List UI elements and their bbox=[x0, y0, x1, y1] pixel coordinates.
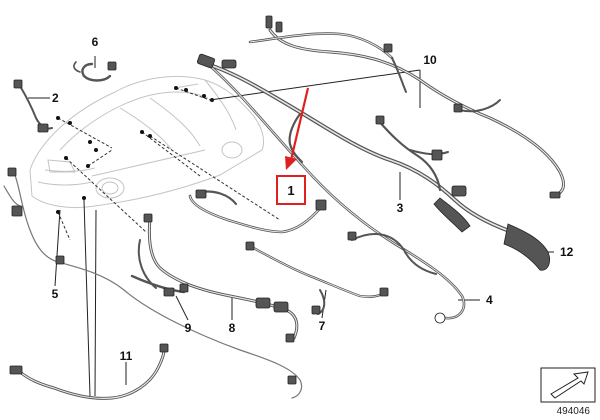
callout-10: 10 bbox=[423, 53, 437, 67]
callout-3: 3 bbox=[397, 201, 404, 215]
callout-4: 4 bbox=[486, 293, 493, 307]
highlight-box bbox=[276, 175, 306, 205]
callout-9: 9 bbox=[185, 321, 192, 335]
wiring-harness-icon bbox=[3, 28, 565, 400]
reference-number: 494046 bbox=[557, 406, 591, 417]
callout-2: 2 bbox=[52, 91, 59, 105]
corner-arrow-icon bbox=[540, 367, 596, 403]
callout-11: 11 bbox=[120, 349, 133, 363]
callout-8: 8 bbox=[229, 321, 236, 335]
connector-icon bbox=[7, 15, 561, 385]
callout-5: 5 bbox=[52, 287, 59, 301]
callout-1: 1 bbox=[287, 183, 294, 198]
leader-dots bbox=[56, 86, 214, 214]
callout-6: 6 bbox=[92, 35, 99, 49]
callout-12: 12 bbox=[560, 245, 574, 259]
highlight-arrow bbox=[285, 87, 310, 170]
callout-leader-lines bbox=[28, 56, 554, 397]
dashed-leader-lines bbox=[57, 87, 281, 241]
car-outline-icon bbox=[29, 75, 265, 209]
callout-7: 7 bbox=[319, 319, 326, 333]
